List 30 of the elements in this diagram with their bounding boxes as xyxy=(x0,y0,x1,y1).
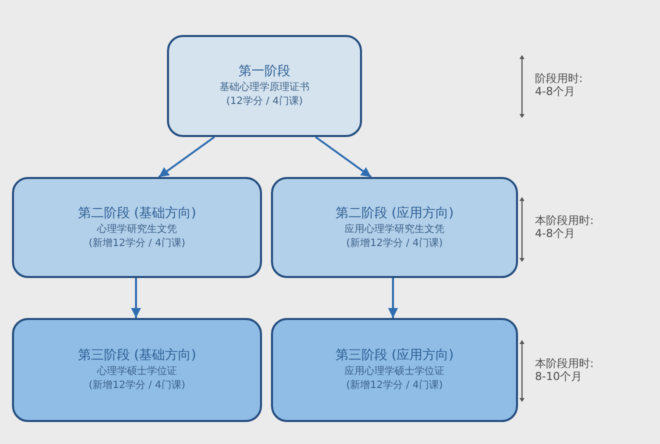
certificate-text: 基础心理学原理证书 xyxy=(220,81,310,95)
certificate-text: 心理学研究生文凭 xyxy=(97,222,177,236)
certificate-text: 应用心理学硕士学位证 xyxy=(344,365,444,379)
stage-box xyxy=(271,177,518,278)
credit-text: (新增12学分 / 4门课) xyxy=(88,379,186,393)
stage-heading: 第二阶段 (基础方向) xyxy=(78,204,196,222)
arrow xyxy=(158,136,215,178)
credit-text: (新增12学分 / 4门课) xyxy=(346,379,443,393)
stage-heading: 第三阶段 (应用方向) xyxy=(335,347,454,365)
stage-box xyxy=(271,318,518,422)
certificate-text: 应用心理学研究生文凭 xyxy=(344,222,444,236)
arrow xyxy=(388,278,398,318)
duration-text: 4-8个月 xyxy=(535,227,575,240)
credit-text: (12学分 / 4门课) xyxy=(226,95,303,109)
stage-heading: 第二阶段 (应用方向) xyxy=(335,204,454,222)
duration-text: 本阶段用时: xyxy=(535,214,594,227)
stage-box xyxy=(12,177,262,278)
arrow xyxy=(315,136,372,178)
duration-text: 本阶段用时: xyxy=(535,357,594,370)
credit-text: (新增12学分 / 4门课) xyxy=(88,236,186,250)
duration-text: 阶段用时: xyxy=(535,72,583,85)
stage-heading: 第一阶段 xyxy=(238,63,290,81)
stage-heading: 第三阶段 (基础方向) xyxy=(78,347,196,365)
stage-box xyxy=(12,318,262,422)
duration-text: 4-8个月 xyxy=(535,85,575,98)
duration-text: 8-10个月 xyxy=(535,370,582,383)
certificate-text: 心理学硕士学位证 xyxy=(97,365,177,379)
stage-box xyxy=(167,35,362,137)
credit-text: (新增12学分 / 4门课) xyxy=(346,236,443,250)
arrow xyxy=(131,278,141,318)
